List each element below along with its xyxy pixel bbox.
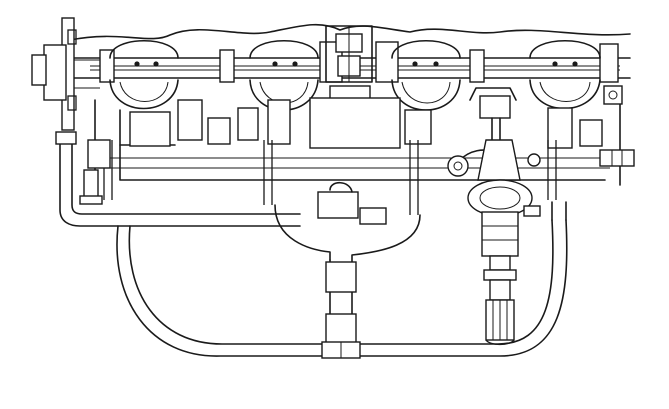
left-end-flange [31, 17, 100, 131]
injector-bolt-pairs [134, 61, 578, 67]
idle-actuator-assembly [447, 87, 541, 346]
right-coolant-spigot [599, 149, 635, 167]
center-hose-tee [274, 181, 421, 263]
throttle-body-mid-section [94, 97, 621, 215]
left-breather-fitting [55, 131, 301, 227]
throttle-position-sensor [603, 85, 623, 105]
